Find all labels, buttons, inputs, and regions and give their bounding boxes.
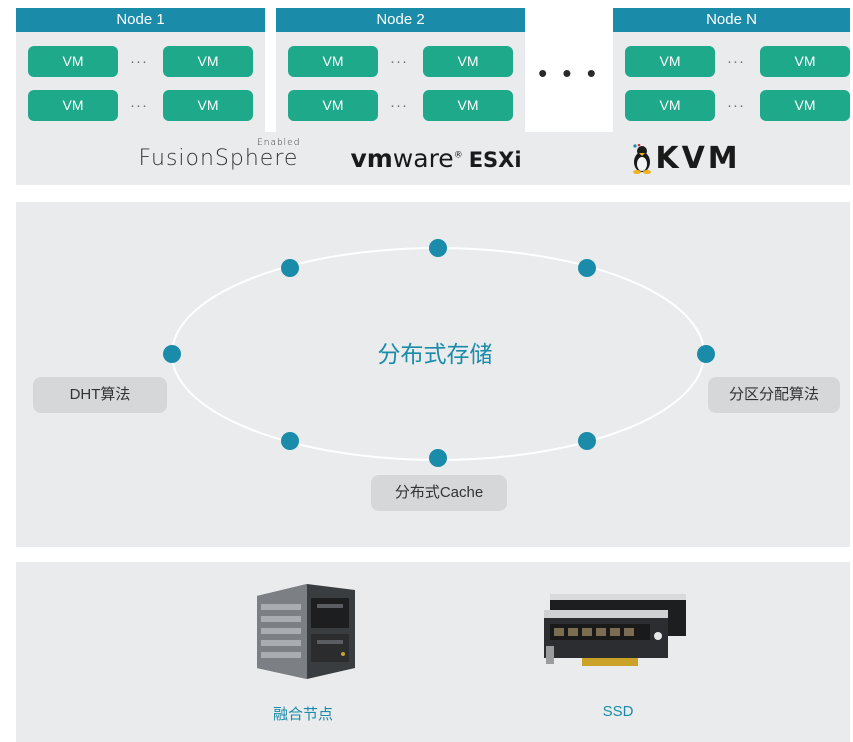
vm-ellipsis: ··· — [130, 97, 148, 114]
ring-node-dot — [281, 259, 299, 277]
ssd-card-image — [544, 594, 686, 666]
more-nodes-ellipsis: • • • — [538, 58, 600, 88]
ring-node-dot — [429, 449, 447, 467]
vm: VM — [760, 90, 850, 121]
ring-node-dot — [163, 345, 181, 363]
cache-label: 分布式Cache — [371, 475, 507, 511]
node-2: Node 2 VM ··· VM VM ··· VM — [276, 8, 525, 140]
fusionsphere-badge: Enabled — [257, 138, 301, 148]
node-2-title: Node 2 — [276, 8, 525, 32]
vm: VM — [625, 90, 715, 121]
ring-node-dot — [697, 345, 715, 363]
fusionsphere-logo: FusionSphere Enabled — [131, 132, 306, 185]
kvm-logo: KVM — [616, 132, 756, 185]
vm: VM — [28, 46, 118, 77]
hypervisor-logos: FusionSphere Enabled vmware® ESXi KVM — [16, 132, 850, 185]
hardware-panel — [16, 562, 850, 742]
vm-ellipsis: ··· — [390, 53, 408, 70]
node-1: Node 1 VM ··· VM VM ··· VM — [16, 8, 265, 140]
vm: VM — [288, 46, 378, 77]
vm-ellipsis: ··· — [130, 53, 148, 70]
node-n-body: VM ··· VM VM ··· VM — [613, 32, 850, 140]
kvm-name: KVM — [655, 141, 741, 176]
ring-node-dot — [578, 259, 596, 277]
node-1-body: VM ··· VM VM ··· VM — [16, 32, 265, 140]
vm: VM — [423, 90, 513, 121]
vm: VM — [625, 46, 715, 77]
partition-label: 分区分配算法 — [708, 377, 840, 413]
ssd-caption: SSD — [602, 703, 634, 720]
vm: VM — [163, 46, 253, 77]
node-n-title: Node N — [613, 8, 850, 32]
dht-label: DHT算法 — [33, 377, 167, 413]
vm-ellipsis: ··· — [390, 97, 408, 114]
vmware-registered: ® — [453, 150, 463, 161]
vmware-suffix: ware — [392, 144, 454, 173]
fusionsphere-name: FusionSphere — [138, 146, 299, 171]
esxi-label: ESXi — [468, 148, 522, 172]
node-2-body: VM ··· VM VM ··· VM — [276, 32, 525, 140]
node-n: Node N VM ··· VM VM ··· VM — [613, 8, 850, 140]
tux-penguin-icon — [633, 143, 652, 174]
ring-node-dot — [281, 432, 299, 450]
vm-ellipsis: ··· — [727, 53, 745, 70]
compute-panel — [16, 132, 850, 185]
vm: VM — [28, 90, 118, 121]
vm: VM — [760, 46, 850, 77]
ring-node-dot — [578, 432, 596, 450]
converged-node-caption: 融合节点 — [272, 706, 333, 723]
vm: VM — [163, 90, 253, 121]
vm: VM — [288, 90, 378, 121]
vm-ellipsis: ··· — [727, 97, 745, 114]
ring-node-dot — [429, 239, 447, 257]
vmware-esxi-logo: vmware® ESXi — [336, 132, 536, 185]
vm: VM — [423, 46, 513, 77]
storage-title: 分布式存储 — [377, 341, 493, 367]
server-image — [257, 584, 355, 679]
node-1-title: Node 1 — [16, 8, 265, 32]
vmware-prefix: vm — [350, 144, 393, 173]
